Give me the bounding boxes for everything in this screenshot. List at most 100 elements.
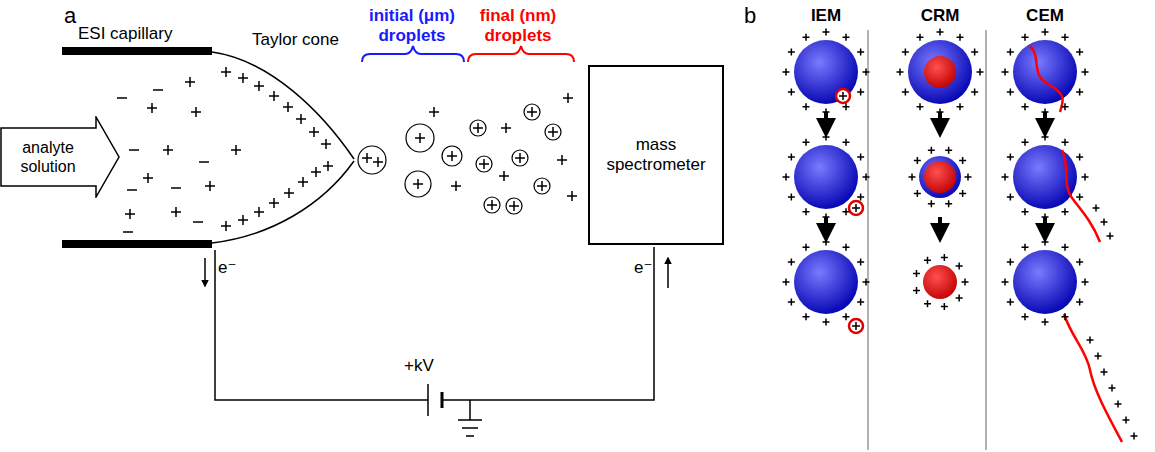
battery-plate (427, 384, 429, 416)
mechanism-title: IEM (811, 6, 841, 26)
drawing-part (803, 139, 810, 146)
drawing-part (1007, 259, 1014, 266)
drawing-part (451, 181, 461, 191)
drawing-part (499, 171, 509, 181)
crm-droplets (908, 40, 972, 299)
drawing-part (127, 189, 137, 191)
drawing-part (803, 244, 810, 251)
electron-label: e⁻ (218, 258, 236, 278)
drawing-part (415, 133, 425, 143)
drawing-part (945, 200, 952, 207)
drawing-part (321, 139, 331, 149)
drawing-part (783, 279, 790, 286)
drawing-part (1064, 314, 1122, 442)
drawing-part (231, 145, 241, 155)
drawing-part (1076, 299, 1083, 306)
drawing-part (794, 145, 858, 209)
drawing-part (857, 154, 864, 161)
drawing-part (823, 319, 830, 326)
drawing-part (794, 40, 858, 104)
drawing-part (1109, 385, 1116, 392)
drawing-part (941, 254, 948, 261)
drawing-part (506, 198, 522, 214)
electron-arrow (667, 258, 669, 288)
region-label: initial (μm) droplets (351, 6, 473, 45)
drawing-part (1062, 244, 1069, 251)
drawing-part (909, 174, 916, 181)
drawing-part (479, 159, 489, 169)
part-name: Taylor cone (252, 30, 339, 50)
drawing-part (163, 145, 173, 155)
drawing-part (928, 147, 935, 154)
drawing-part (839, 92, 847, 100)
drawing-part (902, 49, 909, 56)
drawing-part (1115, 401, 1122, 408)
drawing-part (1007, 154, 1014, 161)
charges (117, 29, 1138, 440)
drawing-part (254, 81, 264, 91)
drawing-part (857, 194, 864, 201)
region-label: final (nm) droplets (457, 6, 579, 45)
drawing-part (957, 103, 964, 110)
drawing-part (1002, 174, 1009, 181)
drawing-part (1022, 313, 1029, 320)
drawing-part (928, 200, 935, 207)
drawing-part (1062, 150, 1100, 242)
drawing-part (823, 109, 830, 116)
drawing-part (971, 89, 978, 96)
node-label: mass spectrometer (598, 135, 714, 176)
drawing-part (914, 190, 921, 197)
drawing-part (783, 174, 790, 181)
drawing-part (1030, 46, 1063, 112)
drawing-part (309, 127, 319, 137)
mechanism-title: CEM (1026, 6, 1064, 26)
drawing-part (924, 300, 931, 307)
drawing-part (147, 103, 157, 113)
drawing-part (937, 109, 944, 116)
drawing-part (823, 239, 830, 246)
drawing-part (557, 155, 567, 165)
drawing-part (221, 67, 231, 77)
drawing-part (1022, 208, 1029, 215)
drawing-part (153, 89, 163, 91)
drawing-part (803, 313, 810, 320)
part-name: ESI capillary (78, 24, 172, 44)
drawing-part (524, 104, 540, 120)
drawing-part (125, 209, 135, 219)
drawing-part (193, 221, 203, 223)
panel-letter: a (64, 3, 76, 28)
drawing-part (914, 157, 921, 164)
drawing-part (857, 49, 864, 56)
cem-droplets (1013, 40, 1122, 442)
drawing-part (843, 34, 850, 41)
drawing-part (199, 161, 209, 163)
drawing-part (1042, 109, 1049, 116)
capillary-wall (62, 47, 212, 55)
drawing-part (1007, 299, 1014, 306)
drawing-part (1076, 194, 1083, 201)
taylor-cone (212, 161, 354, 243)
drawing-part (788, 259, 795, 266)
drawing-part (1101, 219, 1108, 226)
bracket (362, 46, 464, 62)
drawing-part (283, 102, 293, 112)
drawing-part (1013, 250, 1077, 314)
drawing-part (238, 215, 248, 225)
drawing-part (908, 40, 972, 104)
drawing-part (1076, 259, 1083, 266)
drawing-part (1123, 417, 1130, 424)
arrow-outline (1, 117, 119, 197)
bracket (468, 46, 574, 62)
drawing-part (945, 147, 952, 154)
step-arrow (826, 112, 1045, 239)
drawing-part (484, 197, 500, 213)
drawing-part (788, 194, 795, 201)
drawing-part (1095, 353, 1102, 360)
drawing-part (221, 221, 231, 231)
drawing-part (1101, 369, 1108, 376)
drawing-part (794, 250, 858, 314)
drawing-part (362, 153, 372, 163)
drawing-part (1076, 49, 1083, 56)
drawing-part (515, 153, 525, 163)
